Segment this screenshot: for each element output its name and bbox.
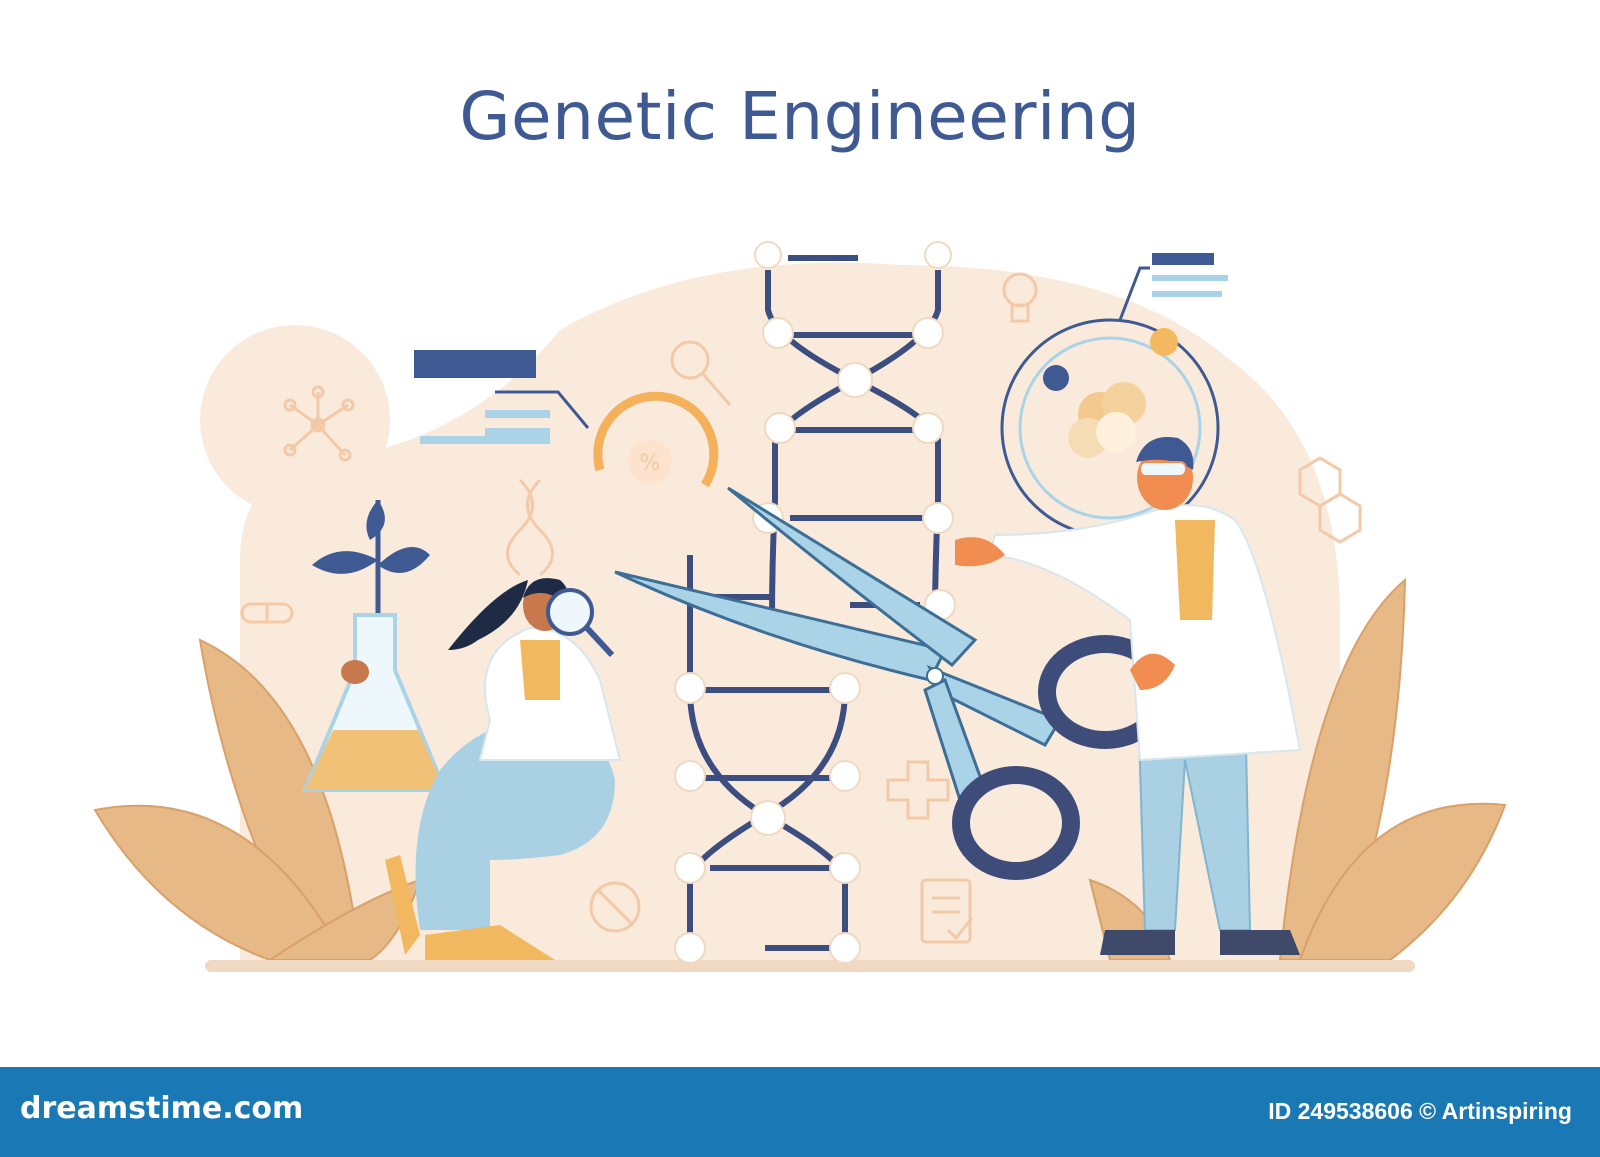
- female-scientist: [341, 578, 622, 960]
- image-credit: ID 249538606 © Artinspiring: [1268, 1098, 1572, 1125]
- image-id-label: ID: [1268, 1098, 1292, 1124]
- author-name: Artinspiring: [1441, 1098, 1572, 1124]
- magnifier-icon: [670, 340, 732, 406]
- page-title: Genetic Engineering: [459, 78, 1141, 155]
- callout-box-left: [414, 350, 590, 444]
- percent-icon: %: [593, 391, 719, 488]
- scissors-icon: [614, 486, 1172, 880]
- image-id-value: 249538606: [1297, 1098, 1413, 1124]
- molecule-icon: [283, 385, 355, 462]
- watermark-footer-bar: dreamstime.com ID 249538606 © Artinspiri…: [0, 1067, 1600, 1157]
- hexagon-icon: [1298, 456, 1362, 544]
- svg-text:%: %: [640, 451, 661, 476]
- clipboard-icon: [920, 878, 974, 944]
- brand-logo-text: dreamstime.com: [20, 1091, 304, 1126]
- dna-icon: [506, 478, 554, 577]
- illustration-stage: %: [93, 78, 1507, 972]
- pill-icon: [240, 602, 294, 624]
- no-sign-icon: [589, 881, 641, 933]
- dna-nodes-lower: [674, 672, 861, 964]
- leaf-group-right: [1088, 577, 1507, 961]
- callout-box-right: [1118, 253, 1228, 321]
- medical-cross-icon: [886, 760, 950, 820]
- lightbulb-icon: [1002, 272, 1038, 323]
- copyright-symbol: ©: [1419, 1098, 1437, 1124]
- leaf-group-left: [93, 638, 422, 961]
- dna-nodes-upper: [752, 241, 956, 621]
- genetic-engineering-illustration: %: [93, 241, 1507, 972]
- male-scientist: [955, 437, 1302, 955]
- atom-icon: [1000, 318, 1220, 538]
- ground-strip: [205, 960, 1415, 972]
